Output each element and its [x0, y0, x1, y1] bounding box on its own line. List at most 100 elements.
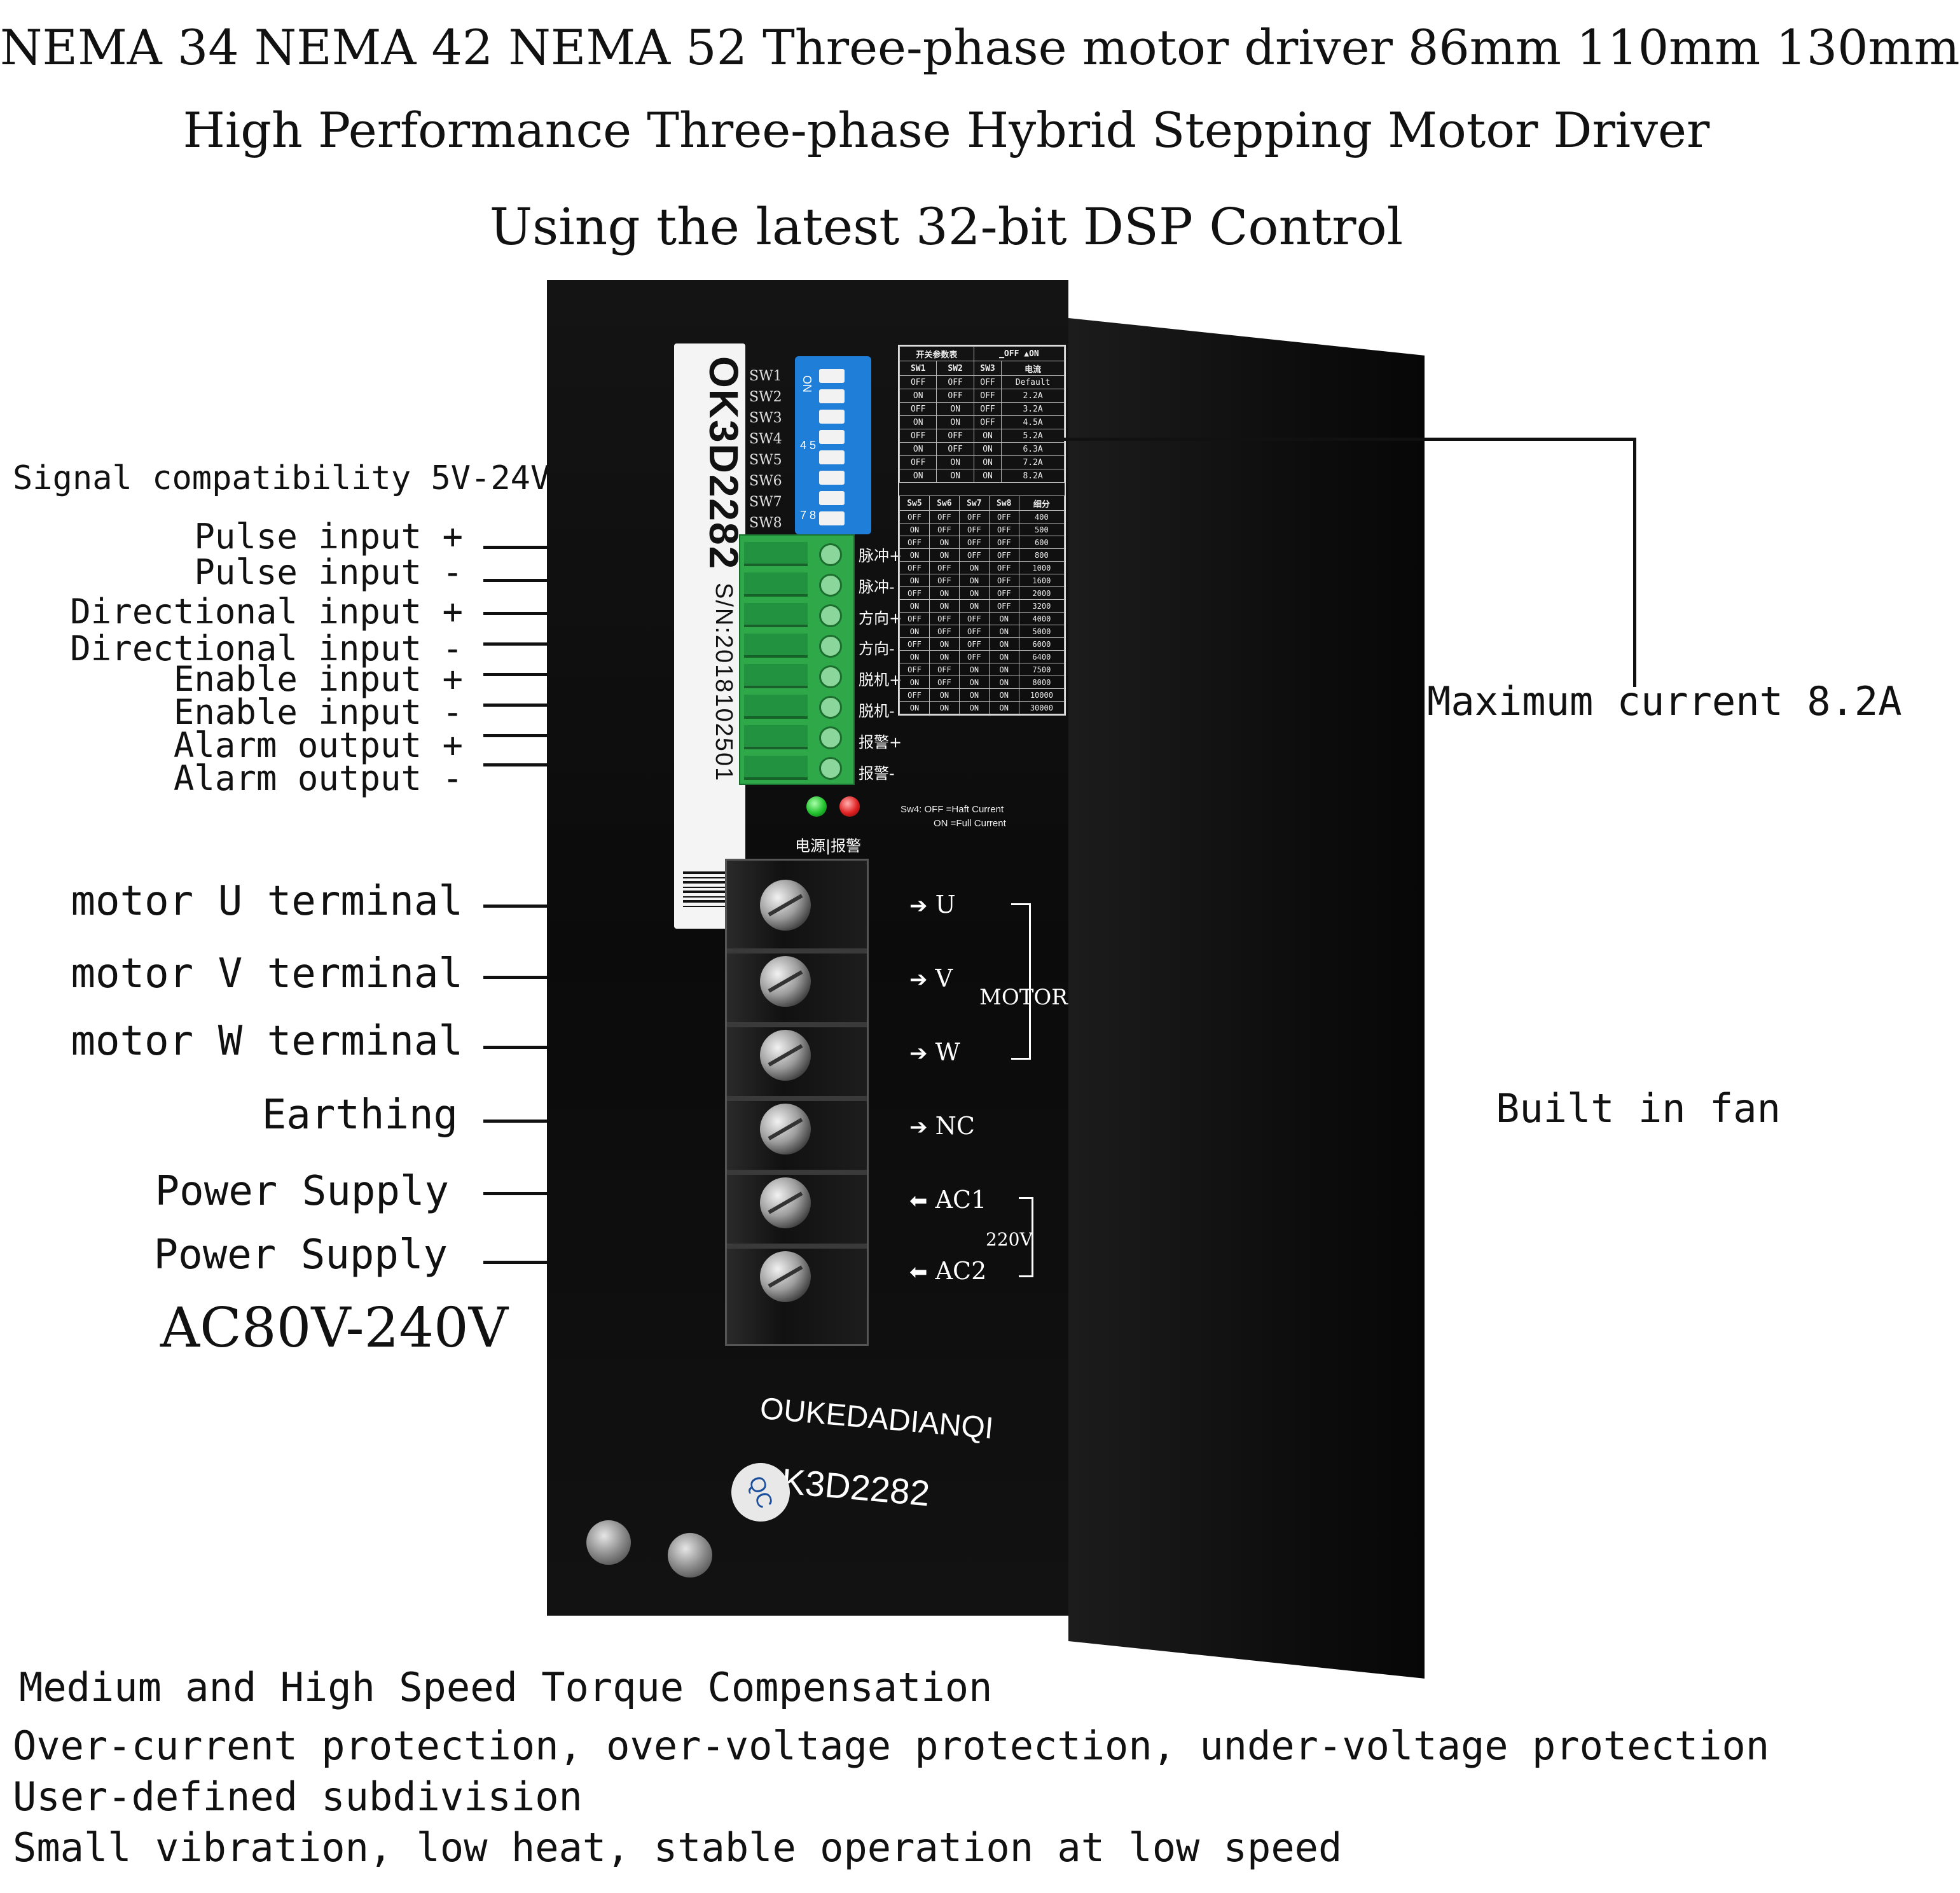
table-cell: OFF	[958, 625, 990, 638]
terminal-screw-u[interactable]	[760, 880, 811, 931]
table-cell: ON	[928, 650, 960, 663]
terminal-screw-v[interactable]	[760, 956, 811, 1007]
serial-number: S/N:2018102501	[710, 582, 737, 782]
table-cell: OFF	[988, 510, 1019, 524]
table-cell: OFF	[958, 510, 990, 524]
table-cell: OFF	[936, 442, 974, 456]
arrow-in-icon: ⬅	[909, 1188, 928, 1214]
power-supply-2-label: Power Supply	[153, 1231, 448, 1279]
dir-minus-label: Directional input -	[70, 628, 463, 669]
earthing-label: Earthing	[261, 1092, 458, 1139]
dip-number-mark: 7 8	[800, 509, 817, 522]
table-cell: ON	[899, 442, 937, 456]
table-cell: 6.3A	[1001, 442, 1065, 456]
table-cell: ON	[958, 663, 990, 676]
dip-key-7[interactable]	[819, 491, 845, 505]
terminal-screw-nc[interactable]	[760, 1104, 811, 1155]
table-cell: OFF	[899, 586, 930, 600]
terminal-ac1-label: AC1	[935, 1186, 987, 1214]
table-cell: 500	[1018, 523, 1065, 536]
table-cell: ON	[936, 415, 974, 429]
dip-key-5[interactable]	[819, 450, 845, 464]
brand-text: OUKEDADIANQI OK3D2282	[751, 1374, 997, 1534]
dip-key-4[interactable]	[819, 430, 845, 444]
table-cell: ON	[899, 650, 930, 663]
terminal-screw-ac1[interactable]	[760, 1177, 811, 1228]
terminal-screw-ac2[interactable]	[760, 1251, 811, 1302]
motor-v-label: motor V terminal	[71, 950, 464, 997]
dip-label: SW5	[749, 452, 782, 468]
table-cell: OFF	[928, 510, 960, 524]
table-cell: 2000	[1018, 586, 1065, 600]
table-cell: 1600	[1018, 574, 1065, 587]
ground-bolt-1[interactable]	[586, 1520, 631, 1565]
table-cell: OFF	[958, 637, 990, 651]
ac-range-label: AC80V-240V	[160, 1296, 508, 1360]
table-cell: 7500	[1018, 663, 1065, 676]
feature-item: Medium and High Speed Torque Compensatio…	[19, 1664, 993, 1710]
arrow-out-icon: ➔	[909, 1114, 928, 1140]
table-cell: 800	[1018, 548, 1065, 562]
ground-bolt-2[interactable]	[668, 1533, 712, 1578]
table-cell: ON	[936, 402, 974, 416]
table-header: 电流	[1001, 361, 1065, 376]
table-cell: ON	[928, 688, 960, 702]
dip-key-1[interactable]	[819, 369, 845, 383]
signal-terminal-block[interactable]	[739, 534, 855, 785]
terminal-screw-w[interactable]	[760, 1030, 811, 1081]
dip-key-2[interactable]	[819, 389, 845, 403]
table-cell: OFF	[988, 561, 1019, 574]
enable-plus-label: Enable input +	[173, 659, 463, 699]
terminal-label: 脉冲-	[859, 578, 895, 596]
table-cell: ON	[973, 455, 1002, 469]
motor-group-label: MOTOR	[979, 985, 1068, 1010]
terminal-w-label: W	[935, 1038, 960, 1066]
terminal-label: 报警+	[859, 733, 902, 751]
table-cell: 3.2A	[1001, 402, 1065, 416]
terminal-u-label: U	[935, 891, 956, 919]
table-cell: ON	[899, 523, 930, 536]
motor-u-label: motor U terminal	[71, 878, 464, 925]
table-cell: ON	[988, 701, 1019, 714]
table-cell: ON	[988, 637, 1019, 651]
table-cell: OFF	[988, 586, 1019, 600]
dip-label: SW8	[749, 515, 782, 531]
table-cell: ON	[958, 574, 990, 587]
dip-key-3[interactable]	[819, 410, 845, 424]
table-cell: OFF	[899, 510, 930, 524]
power-terminal-block[interactable]	[725, 859, 869, 1346]
table-cell: 8.2A	[1001, 469, 1065, 483]
feature-item: Small vibration, low heat, stable operat…	[13, 1824, 1342, 1871]
table-cell: 3200	[1018, 599, 1065, 613]
table-cell: ON	[928, 548, 960, 562]
terminal-ac2-label: AC2	[935, 1257, 987, 1285]
dip-key-6[interactable]	[819, 471, 845, 485]
table-cell: ON	[899, 701, 930, 714]
table-header: Sw5	[899, 496, 930, 511]
stepper-driver: OK3D2282 S/N:2018102501 SW1 SW2 SW3 SW4 …	[547, 280, 1425, 1679]
table-cell: ON	[988, 650, 1019, 663]
feature-item: User-defined subdivision	[13, 1773, 583, 1820]
dip-label: SW2	[749, 389, 782, 405]
dip-key-8[interactable]	[819, 511, 845, 525]
table-cell: 6000	[1018, 637, 1065, 651]
max-current-label: Maximum current 8.2A	[1427, 678, 1902, 725]
table-cell: 5.2A	[1001, 429, 1065, 443]
enable-minus-label: Enable input -	[173, 692, 463, 732]
table-cell: OFF	[899, 402, 937, 416]
table-cell: OFF	[973, 389, 1002, 403]
table-cell: ON	[958, 561, 990, 574]
dip-switch[interactable]: ON 4 5 7 8	[795, 356, 871, 534]
